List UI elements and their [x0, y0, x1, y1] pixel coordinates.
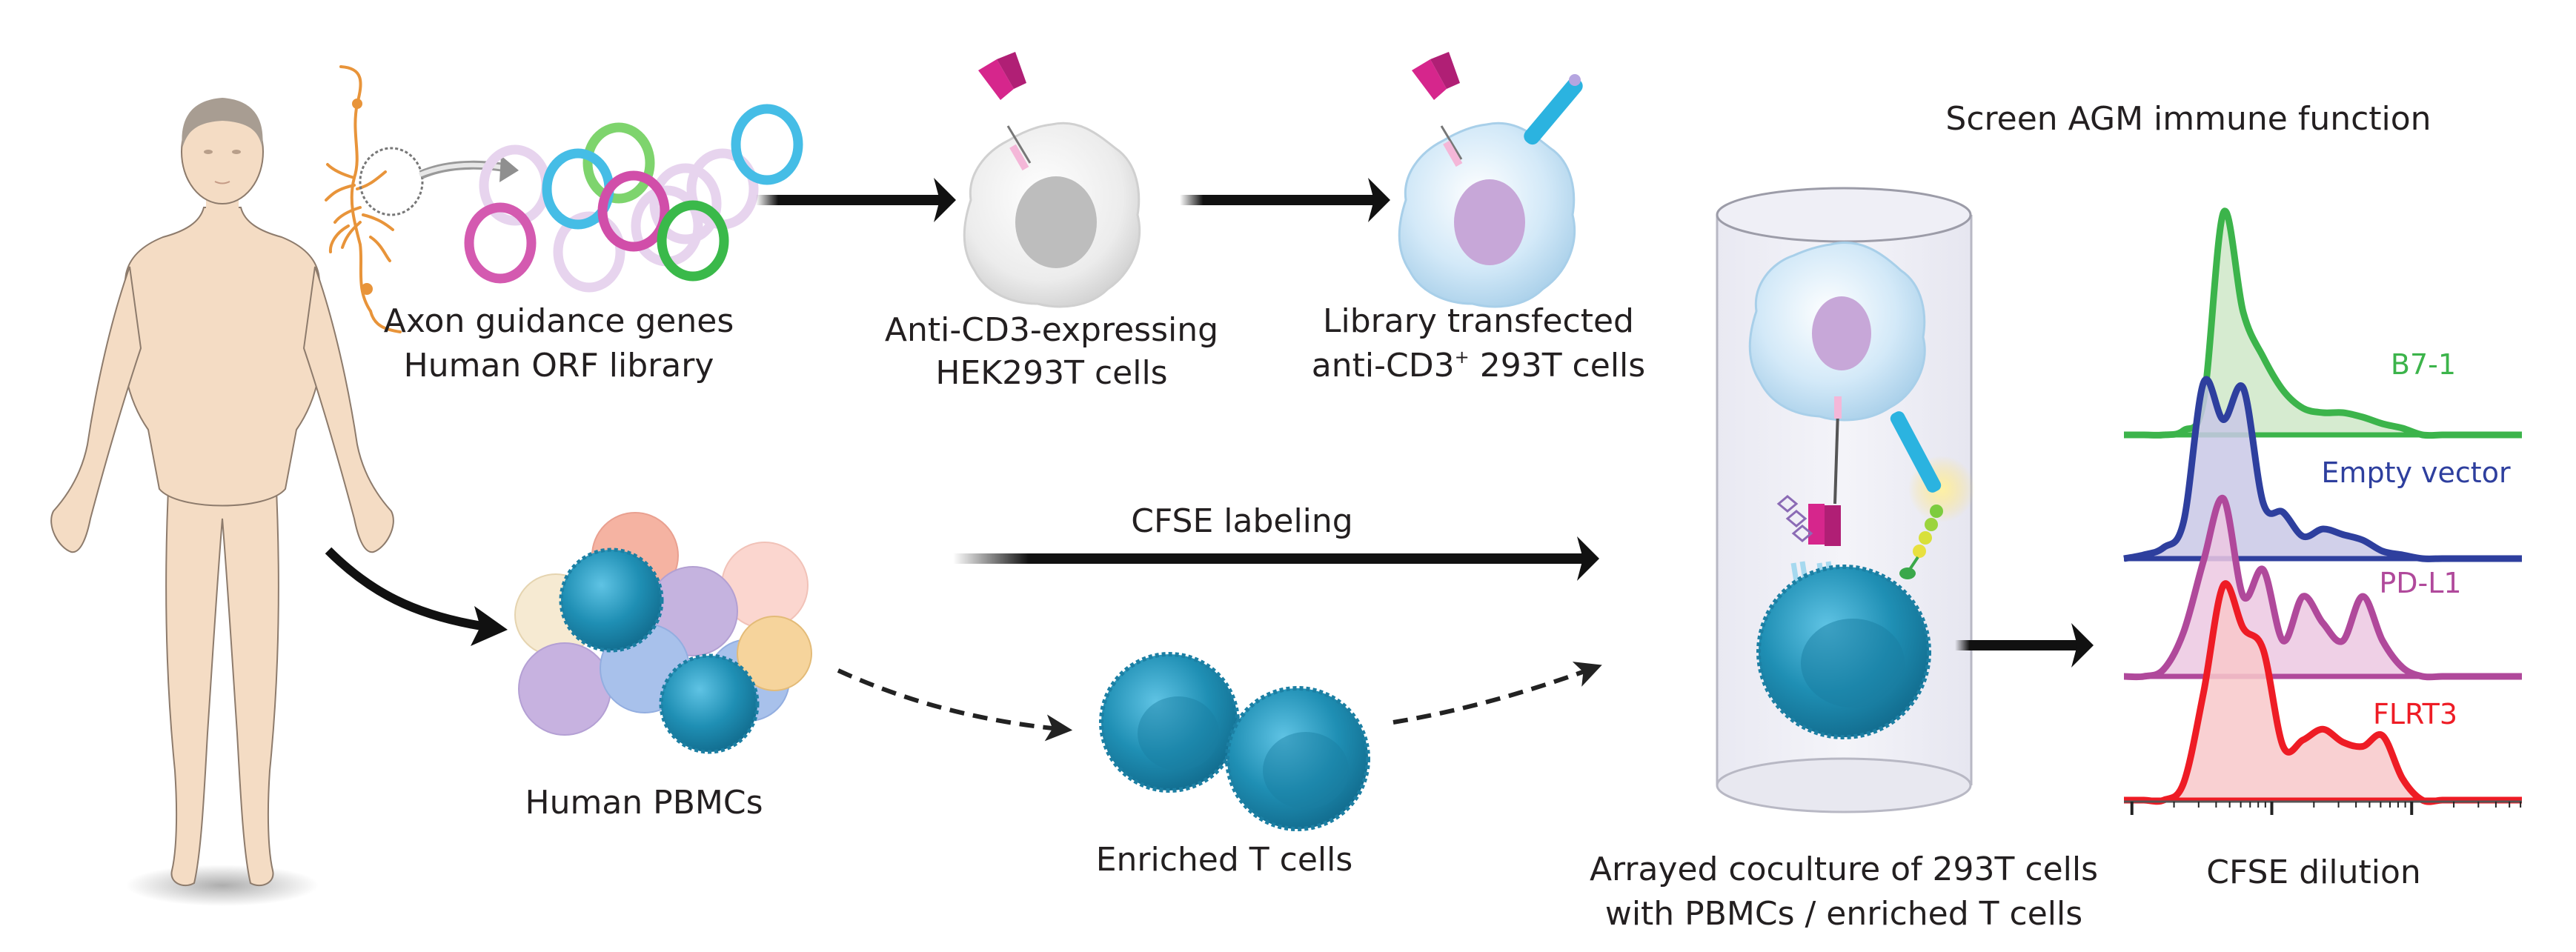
coculture-293t-cell-icon	[1748, 242, 1926, 422]
dashed-arrow-pbmc-to-tcells	[837, 668, 1073, 742]
arrow-hek-to-transfected	[1180, 178, 1390, 222]
magnify-arrow-icon	[359, 147, 519, 216]
histogram-line-b7-1	[2124, 207, 2522, 439]
tcells-label: Enriched T cells	[1096, 841, 1353, 879]
arrow-library-to-hek	[756, 178, 956, 222]
hek-label-line2: HEK293T cells	[935, 354, 1167, 392]
hek-label-line1: Anti-CD3-expressing	[885, 311, 1218, 349]
arrow-body-to-pbmc	[325, 547, 508, 646]
transfected-cell-icon	[1398, 52, 1583, 308]
pbmc-label: Human PBMCs	[525, 784, 763, 822]
plasmid-library-icon	[464, 104, 803, 293]
pbmc-cluster-icon	[514, 512, 812, 754]
legend-label-b7-1: B7-1	[2391, 348, 2456, 381]
neuron-icon	[325, 65, 402, 333]
dashed-arrow-tcells-to-coculture	[1392, 662, 1602, 725]
x-axis-label: CFSE dilution	[2206, 853, 2421, 891]
histogram-area-b7-1	[2124, 210, 2522, 436]
coculture-label-line2: with PBMCs / enriched T cells	[1605, 895, 2082, 933]
transfected-label-line1: Library transfected	[1323, 302, 1634, 340]
t-cell-icon	[1099, 652, 1370, 831]
superscript-plus: +	[1455, 347, 1470, 367]
human-body-icon	[50, 98, 394, 906]
legend-label-flrt3: FLRT3	[2373, 698, 2457, 730]
library-label-line1: Axon guidance genes	[384, 302, 734, 340]
cfse-labeling-label: CFSE labeling	[1131, 502, 1352, 540]
screen-title: Screen AGM immune function	[1945, 100, 2431, 138]
arrow-cfse-labeling	[953, 536, 1599, 581]
transfected-label-line2: anti-CD3+ 293T cells	[1312, 347, 1645, 385]
histogram-area-flrt3	[2124, 583, 2522, 802]
coculture-t-cell-icon	[1756, 565, 1931, 739]
legend-label-empty-vector: Empty vector	[2321, 456, 2511, 489]
coculture-label-line1: Arrayed coculture of 293T cells	[1590, 851, 2098, 888]
hek293t-cell-icon	[963, 52, 1141, 308]
transfected-label-suffix: 293T cells	[1470, 347, 1645, 385]
library-label-line2: Human ORF library	[404, 347, 714, 385]
transfected-label-prefix: anti-CD3	[1312, 347, 1455, 385]
legend-label-pd-l1: PD-L1	[2379, 567, 2461, 599]
arrow-coculture-to-histogram	[1955, 623, 2094, 668]
